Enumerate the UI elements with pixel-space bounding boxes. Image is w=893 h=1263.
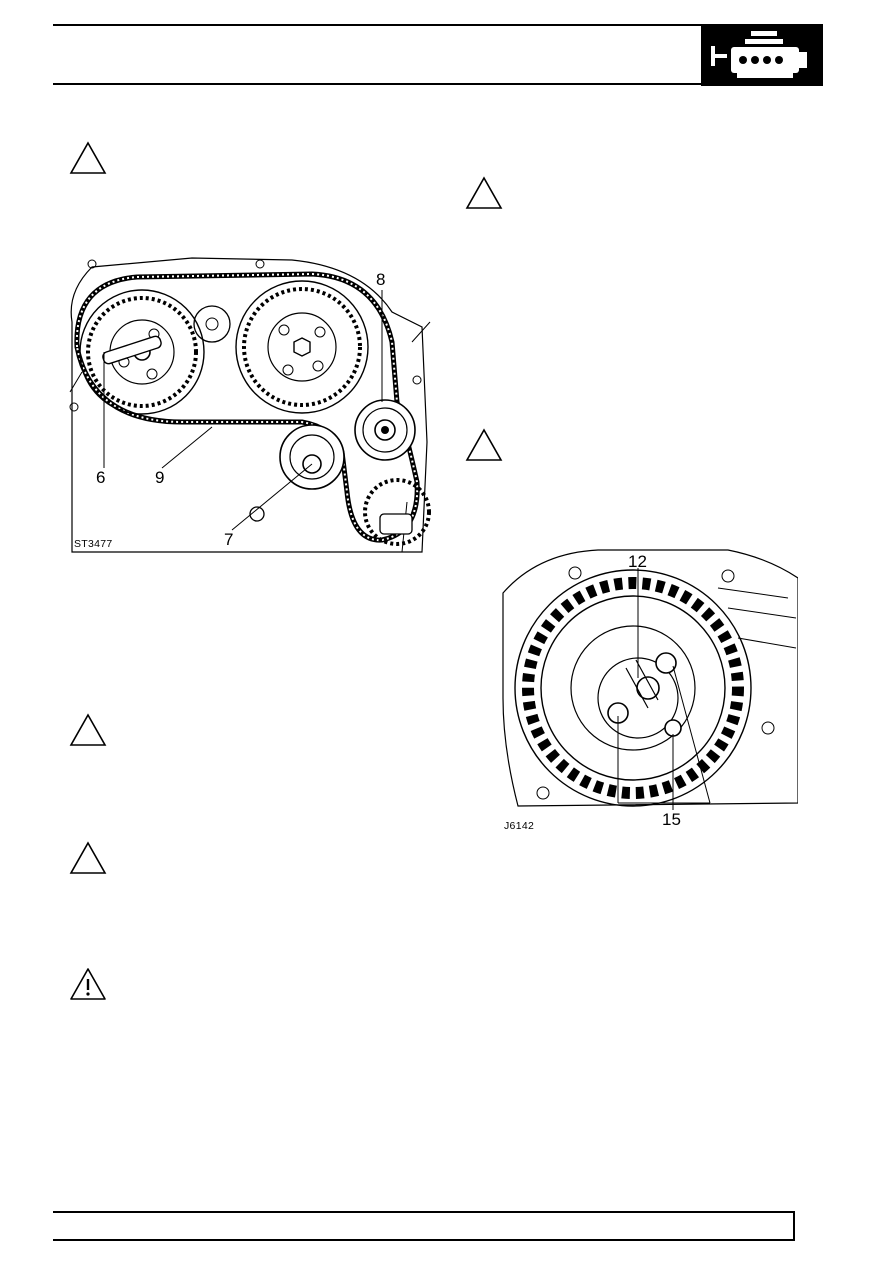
callout-12: 12 (628, 552, 647, 571)
callout-8: 8 (376, 270, 386, 289)
header-top-rule (53, 24, 701, 26)
callout-7: 7 (224, 530, 234, 549)
callout-15: 15 (662, 810, 681, 829)
caution-triangle-icon (465, 428, 503, 461)
page-footer (53, 1211, 795, 1241)
timing-belt-figure: 6 7 8 9 ST3477 (62, 252, 432, 554)
engine-section-badge (701, 24, 823, 86)
callout-6: 6 (96, 468, 106, 487)
figure-code: ST3477 (74, 538, 113, 550)
warning-exclamation-icon (70, 968, 106, 1000)
caution-triangle-icon (69, 713, 107, 746)
caution-triangle-icon (69, 841, 107, 874)
header-bottom-rule (53, 83, 701, 85)
caution-triangle-icon (69, 141, 107, 174)
figure-code: J6142 (504, 820, 535, 832)
engine-section-icon (711, 31, 807, 78)
callout-9: 9 (155, 468, 165, 487)
caution-triangle-icon (465, 176, 503, 209)
hub-gear-figure: 12 15 J6142 (498, 548, 799, 834)
